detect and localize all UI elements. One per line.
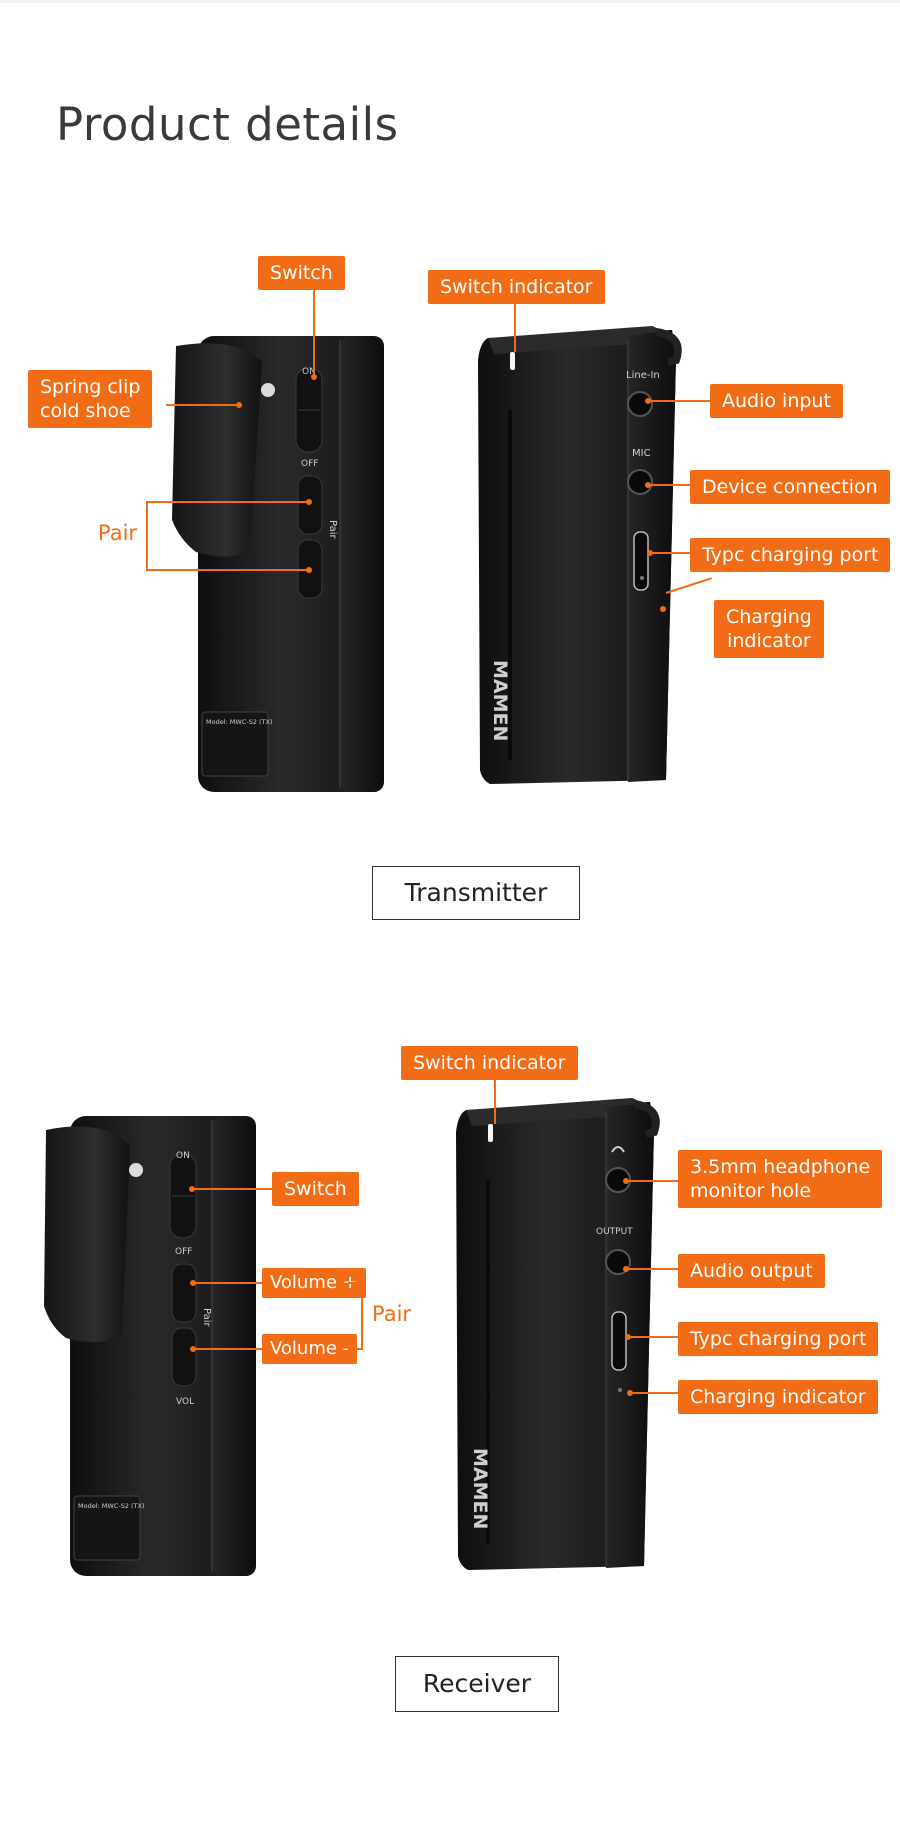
tx-switch-tag: Switch (258, 256, 345, 290)
rx-volume-down-leader (194, 1348, 262, 1350)
rx-audio-output-dot (623, 1266, 629, 1272)
tx-pair-top-leader (146, 501, 308, 503)
rx-charging-indicator-dot (627, 1390, 633, 1396)
rx-brand-text: MAMEN (469, 1448, 491, 1529)
rx-output-text: OUTPUT (596, 1227, 633, 1237)
rx-audio-output-leader (626, 1268, 678, 1270)
tx-switch-leader (313, 290, 315, 374)
rx-switch-tag: Switch (272, 1172, 359, 1206)
tx-pair-bracket (146, 501, 148, 571)
rx-headphone-dot (623, 1178, 629, 1184)
rx-pair-bracket-bottom (348, 1348, 362, 1350)
rx-volume-down-dot (190, 1346, 196, 1352)
rx-switch-leader (192, 1188, 272, 1190)
tx-audio-input-leader (648, 400, 710, 402)
receiver-side-view: ON OFF Pair VOL Model: MWC-S2 (TX) (44, 1116, 256, 1576)
rx-volume-up-dot (190, 1280, 196, 1286)
tx-model-text: Model: MWC-S2 (TX) (206, 718, 273, 726)
rx-typec-port-tag: Typc charging port (678, 1322, 879, 1356)
rx-pair-text: Pair (201, 1308, 212, 1327)
rx-pair-bracket (361, 1282, 363, 1350)
tx-typec-port-dot (647, 550, 653, 556)
tx-pair-text: Pair (327, 520, 338, 539)
tx-brand-text: MAMEN (489, 660, 511, 741)
tx-pair-bottom-dot (306, 567, 312, 573)
tx-spring-clip-tag: Spring clip cold shoe (28, 370, 153, 428)
receiver-caption: Receiver (395, 1656, 559, 1712)
rx-off-text: OFF (175, 1247, 192, 1257)
tx-typec-port-tag: Typc charging port (690, 538, 891, 572)
rx-switch-indicator-leader (494, 1080, 496, 1124)
tx-switch-dot (311, 374, 317, 380)
transmitter-front-view: Line-In MIC MAMEN (478, 326, 682, 784)
rx-audio-output-tag: Audio output (678, 1254, 825, 1288)
transmitter-caption: Transmitter (372, 866, 580, 920)
rx-volume-up-leader (194, 1282, 262, 1284)
tx-audio-input-tag: Audio input (710, 384, 843, 418)
receiver-front-view: OUTPUT MAMEN (456, 1098, 660, 1570)
tx-charging-indicator-dot (660, 606, 666, 612)
rx-headphone-tag: 3.5mm headphone monitor hole (678, 1150, 883, 1208)
tx-device-connection-tag: Device connection (690, 470, 890, 504)
tx-charging-indicator-tag: Charging indicator (714, 600, 824, 658)
rx-pair-label: Pair (372, 1302, 412, 1326)
rx-on-text: ON (176, 1151, 190, 1161)
tx-device-connection-leader (648, 484, 690, 486)
tx-line-in-text: Line-In (626, 370, 660, 381)
tx-off-text: OFF (301, 459, 318, 469)
tx-mic-text: MIC (632, 448, 651, 459)
tx-pair-bottom-leader (146, 569, 308, 571)
rx-switch-dot (189, 1186, 195, 1192)
rx-model-text: Model: MWC-S2 (TX) (78, 1502, 145, 1510)
tx-pair-label: Pair (98, 521, 138, 545)
rx-headphone-leader (626, 1180, 678, 1182)
rx-volume-down-tag: Volume - (262, 1334, 358, 1364)
tx-spring-clip-leader (166, 404, 238, 406)
rx-charging-indicator-leader (630, 1392, 678, 1394)
tx-device-connection-dot (645, 482, 651, 488)
rx-typec-port-dot (625, 1334, 631, 1340)
rx-typec-port-leader (628, 1336, 678, 1338)
rx-pair-bracket-top (348, 1282, 362, 1284)
rx-vol-text: VOL (176, 1397, 194, 1407)
rx-switch-indicator-tag: Switch indicator (401, 1046, 578, 1080)
tx-pair-top-dot (306, 499, 312, 505)
tx-on-text: ON (302, 367, 316, 377)
tx-switch-indicator-tag: Switch indicator (428, 270, 605, 304)
tx-audio-input-dot (645, 398, 651, 404)
transmitter-side-view: ON OFF Pair Model: MWC-S2 (TX) (172, 336, 384, 792)
page-title: Product details (56, 98, 399, 151)
top-divider (0, 0, 900, 3)
tx-spring-clip-dot (236, 402, 242, 408)
tx-switch-indicator-leader (514, 304, 516, 352)
rx-charging-indicator-tag: Charging indicator (678, 1380, 878, 1414)
tx-typec-port-leader (650, 552, 690, 554)
